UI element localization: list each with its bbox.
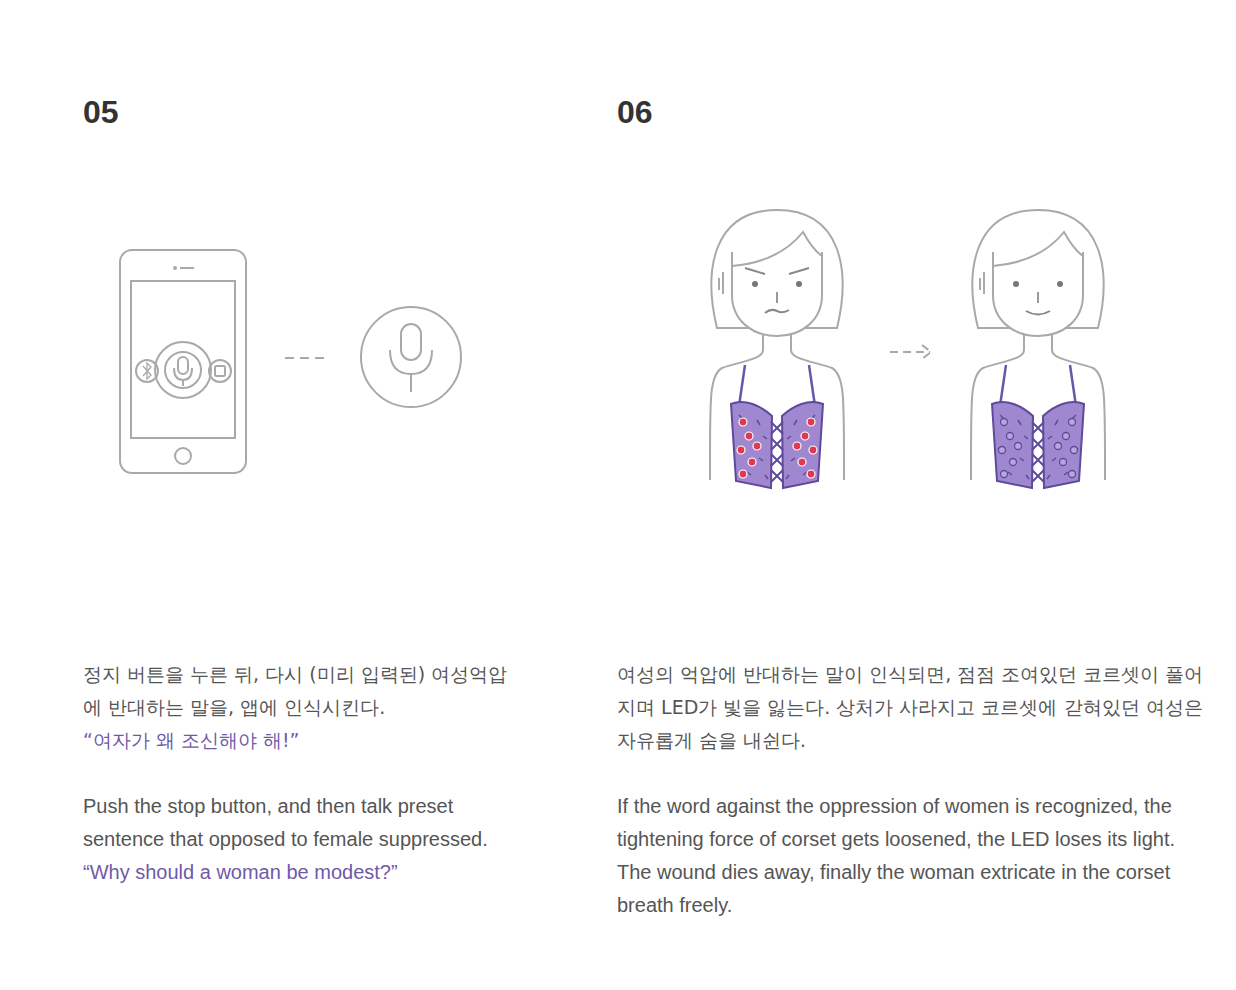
step-number: 05 xyxy=(83,92,383,132)
description-english: If the word against the oppression of wo… xyxy=(617,790,1207,922)
text-column: 06 xyxy=(617,92,917,132)
text-column: 정지 버튼을 누른 뒤, 다시 (미리 입력된) 여성억압에 반대하는 말을, … xyxy=(83,658,523,889)
woman-before xyxy=(710,210,844,488)
description-korean: 정지 버튼을 누른 뒤, 다시 (미리 입력된) 여성억압에 반대하는 말을, … xyxy=(83,658,523,724)
woman-after xyxy=(971,210,1105,488)
dashed-arrow xyxy=(890,345,931,359)
description-korean: 여성의 억압에 반대하는 말이 인식되면, 점점 조여있던 코르셋이 풀어지며 … xyxy=(617,658,1207,757)
step-number: 06 xyxy=(617,92,917,132)
microphone-icon xyxy=(361,307,461,407)
description-english: Push the stop button, and then talk pres… xyxy=(83,790,523,856)
text-column: 05 xyxy=(83,92,383,132)
quote-english: “Why should a woman be modest?” xyxy=(83,856,523,889)
quote-korean: “여자가 왜 조신해야 해!” xyxy=(83,724,523,757)
text-column: 여성의 억압에 반대하는 말이 인식되면, 점점 조여있던 코르셋이 풀어지며 … xyxy=(617,658,1207,922)
phone-icon xyxy=(120,250,246,473)
dashed-link xyxy=(285,357,330,359)
